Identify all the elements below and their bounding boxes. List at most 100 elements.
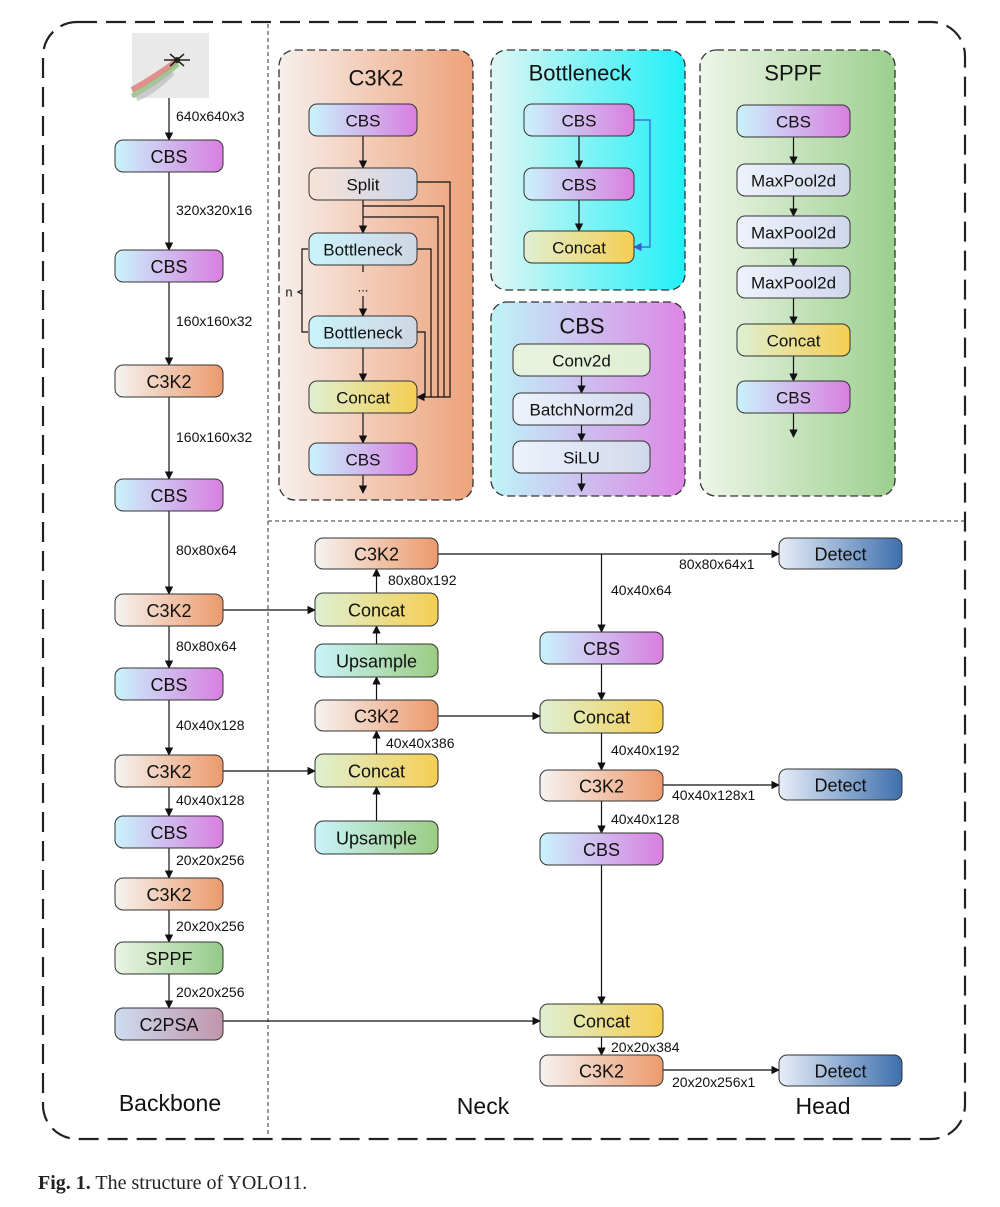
backbone-dim-9: 20x20x256	[176, 918, 245, 934]
backbone-c3k2-3	[114, 754, 224, 788]
backbone-c3k2-1-label: C3K2	[146, 372, 191, 392]
backbone-sppf	[114, 941, 224, 975]
backbone-c3k2-2	[114, 593, 224, 627]
head-concat-bottom	[539, 1003, 664, 1038]
backbone-cbs-3-label: CBS	[150, 486, 187, 506]
head-cbs-bottom-label: CBS	[583, 840, 620, 860]
backbone-sppf-label: SPPF	[145, 949, 192, 969]
neck-dim-0: 80x80x192	[388, 572, 457, 588]
outer-frame	[41, 20, 967, 1141]
head-c3k2-mid-label: C3K2	[579, 777, 624, 797]
input-image	[130, 33, 209, 102]
neck-concat-top-label: Concat	[348, 601, 405, 621]
head-concat-top-label: Concat	[573, 708, 630, 728]
bottleneck-module-concat-label: Concat	[552, 239, 606, 258]
sppf-module-maxpool-3	[736, 265, 851, 299]
neck-upsample-bottom	[314, 820, 439, 855]
neck-upsample-bottom-label: Upsample	[336, 829, 417, 849]
backbone-cbs-2-label: CBS	[150, 257, 187, 277]
backbone-cbs-5	[114, 815, 224, 849]
sppf-module-cbs-out-label: CBS	[776, 389, 811, 408]
bottleneck-residual	[633, 119, 651, 252]
cbs-module-batchnorm2d-label: BatchNorm2d	[530, 401, 634, 420]
cbs-module-title: CBS	[559, 314, 604, 339]
c3k2-split-skip	[416, 181, 451, 402]
head-dim-4: 80x80x64x1	[679, 556, 755, 572]
backbone-c3k2-2-label: C3K2	[146, 601, 191, 621]
bottleneck-module-concat	[523, 230, 635, 264]
backbone-dim-8: 20x20x256	[176, 852, 245, 868]
c3k2-module-cbs-in-label: CBS	[346, 112, 381, 131]
bottleneck-module-cbs-1	[523, 103, 635, 137]
sppf-module-cbs-in-label: CBS	[776, 113, 811, 132]
head-c3k2-mid	[539, 769, 664, 802]
neck-c3k2-top-label: C3K2	[354, 545, 399, 565]
c3k2-module-cbs-out-label: CBS	[346, 451, 381, 470]
head-cbs-top	[539, 631, 664, 665]
neck-c3k2-mid-label: C3K2	[354, 707, 399, 727]
backbone-cbs-5-label: CBS	[150, 823, 187, 843]
backbone-c2psa	[114, 1007, 224, 1041]
c3k2-module-title: C3K2	[348, 66, 403, 91]
backbone-dim-6: 40x40x128	[176, 717, 245, 733]
neck-concat-top	[314, 592, 439, 627]
neck-concat-bottom-label: Concat	[348, 762, 405, 782]
nodes	[114, 103, 903, 1087]
head-cbs-top-label: CBS	[583, 639, 620, 659]
backbone-dim-2: 160x160x32	[176, 313, 253, 329]
backbone-c3k2-1	[114, 364, 224, 398]
head-detect-medium	[778, 768, 903, 801]
head-c3k2-bottom	[539, 1054, 664, 1087]
sppf-module-cbs-in	[736, 104, 851, 138]
head-detect-small-label: Detect	[814, 1062, 866, 1082]
section-label-neck: Neck	[457, 1093, 510, 1119]
head-c3k2-bottom-label: C3K2	[579, 1062, 624, 1082]
bottleneck-module-cbs-2-label: CBS	[562, 176, 597, 195]
figure-caption-text: The structure of YOLO11.	[95, 1172, 308, 1194]
section-label-head: Head	[796, 1093, 851, 1119]
backbone-c3k2-4	[114, 877, 224, 911]
backbone-c2psa-label: C2PSA	[139, 1015, 198, 1035]
cbs-module-conv2d-label: Conv2d	[552, 352, 611, 371]
c3k2-module-bottleneck-1	[308, 232, 418, 266]
backbone-cbs-4-label: CBS	[150, 675, 187, 695]
sppf-module-concat-label: Concat	[767, 332, 821, 351]
neck-upsample-top	[314, 643, 439, 678]
cbs-module-conv2d	[512, 343, 651, 377]
head-detect-large-label: Detect	[814, 545, 866, 565]
cbs-module-silu	[512, 440, 651, 474]
head-cbs-bottom	[539, 832, 664, 866]
sppf-module-maxpool-1	[736, 163, 851, 197]
head-dim-5: 40x40x128x1	[672, 787, 756, 803]
c3k2-module-repeat-label: n	[285, 285, 292, 300]
backbone-dim-7: 40x40x128	[176, 792, 245, 808]
head-detect-large	[778, 537, 903, 570]
bottleneck-module-title: Bottleneck	[529, 61, 633, 86]
c3k2-module-ellipsis: ...	[358, 280, 369, 295]
c3k2-bottleneck-n-skip	[417, 331, 426, 397]
c3k2-bottleneck-1-skip	[417, 248, 432, 397]
backbone-cbs-3	[114, 478, 224, 512]
c3k2-module-concat	[308, 380, 418, 414]
backbone-cbs-1	[114, 139, 224, 173]
connectors	[164, 98, 798, 1075]
c3k2-module-cbs-in	[308, 103, 418, 137]
yolo11-structure-diagram: CBSCBSC3K2CBSC3K2CBSC3K2CBSC3K2SPPFC2PSA…	[41, 20, 967, 1141]
backbone-cbs-1-label: CBS	[150, 147, 187, 167]
backbone-dim-5: 80x80x64	[176, 638, 237, 654]
neck-dim-1: 40x40x386	[386, 735, 455, 751]
neck-concat-bottom	[314, 753, 439, 788]
c3k2-branch-2	[363, 216, 439, 397]
backbone-cbs-2	[114, 249, 224, 283]
neck-c3k2-mid	[314, 699, 439, 732]
figure-number: Fig. 1.	[38, 1172, 91, 1194]
backbone-cbs-4	[114, 667, 224, 701]
backbone-dim-3: 160x160x32	[176, 429, 253, 445]
section-label-backbone: Backbone	[119, 1090, 221, 1116]
sppf-module-title: SPPF	[764, 61, 821, 86]
backbone-c3k2-4-label: C3K2	[146, 885, 191, 905]
backbone-dim-10: 20x20x256	[176, 984, 245, 1000]
figure-caption: Fig. 1. The structure of YOLO11.	[38, 1172, 307, 1195]
head-concat-bottom-label: Concat	[573, 1012, 630, 1032]
head-dim-0: 40x40x64	[611, 582, 672, 598]
